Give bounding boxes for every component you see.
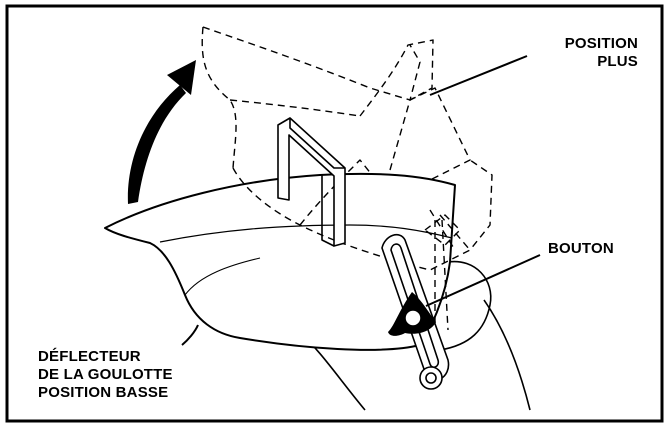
label-position-plus: POSITION PLUS	[538, 35, 638, 71]
label-position-plus-line1: POSITION	[564, 35, 638, 52]
leader-position-plus	[429, 55, 528, 96]
deflector-raised-outline	[201, 26, 493, 331]
border	[5, 4, 664, 423]
label-bouton: BOUTON	[548, 240, 614, 258]
label-position-plus-line2: PLUS	[597, 53, 638, 70]
label-deflecteur-line2: DE LA GOULOTTE	[38, 366, 173, 383]
knob	[388, 292, 436, 336]
leader-bouton	[425, 254, 541, 307]
label-deflecteur: DÉFLECTEUR DE LA GOULOTTE POSITION BASSE	[38, 348, 173, 402]
label-deflecteur-line1: DÉFLECTEUR	[38, 348, 141, 365]
leader-lines	[181, 55, 541, 346]
label-deflecteur-line3: POSITION BASSE	[38, 384, 169, 401]
label-bouton-text: BOUTON	[548, 240, 614, 257]
rotation-arrow	[127, 60, 196, 204]
handle-bracket	[277, 117, 346, 247]
leader-deflecteur	[181, 324, 199, 346]
